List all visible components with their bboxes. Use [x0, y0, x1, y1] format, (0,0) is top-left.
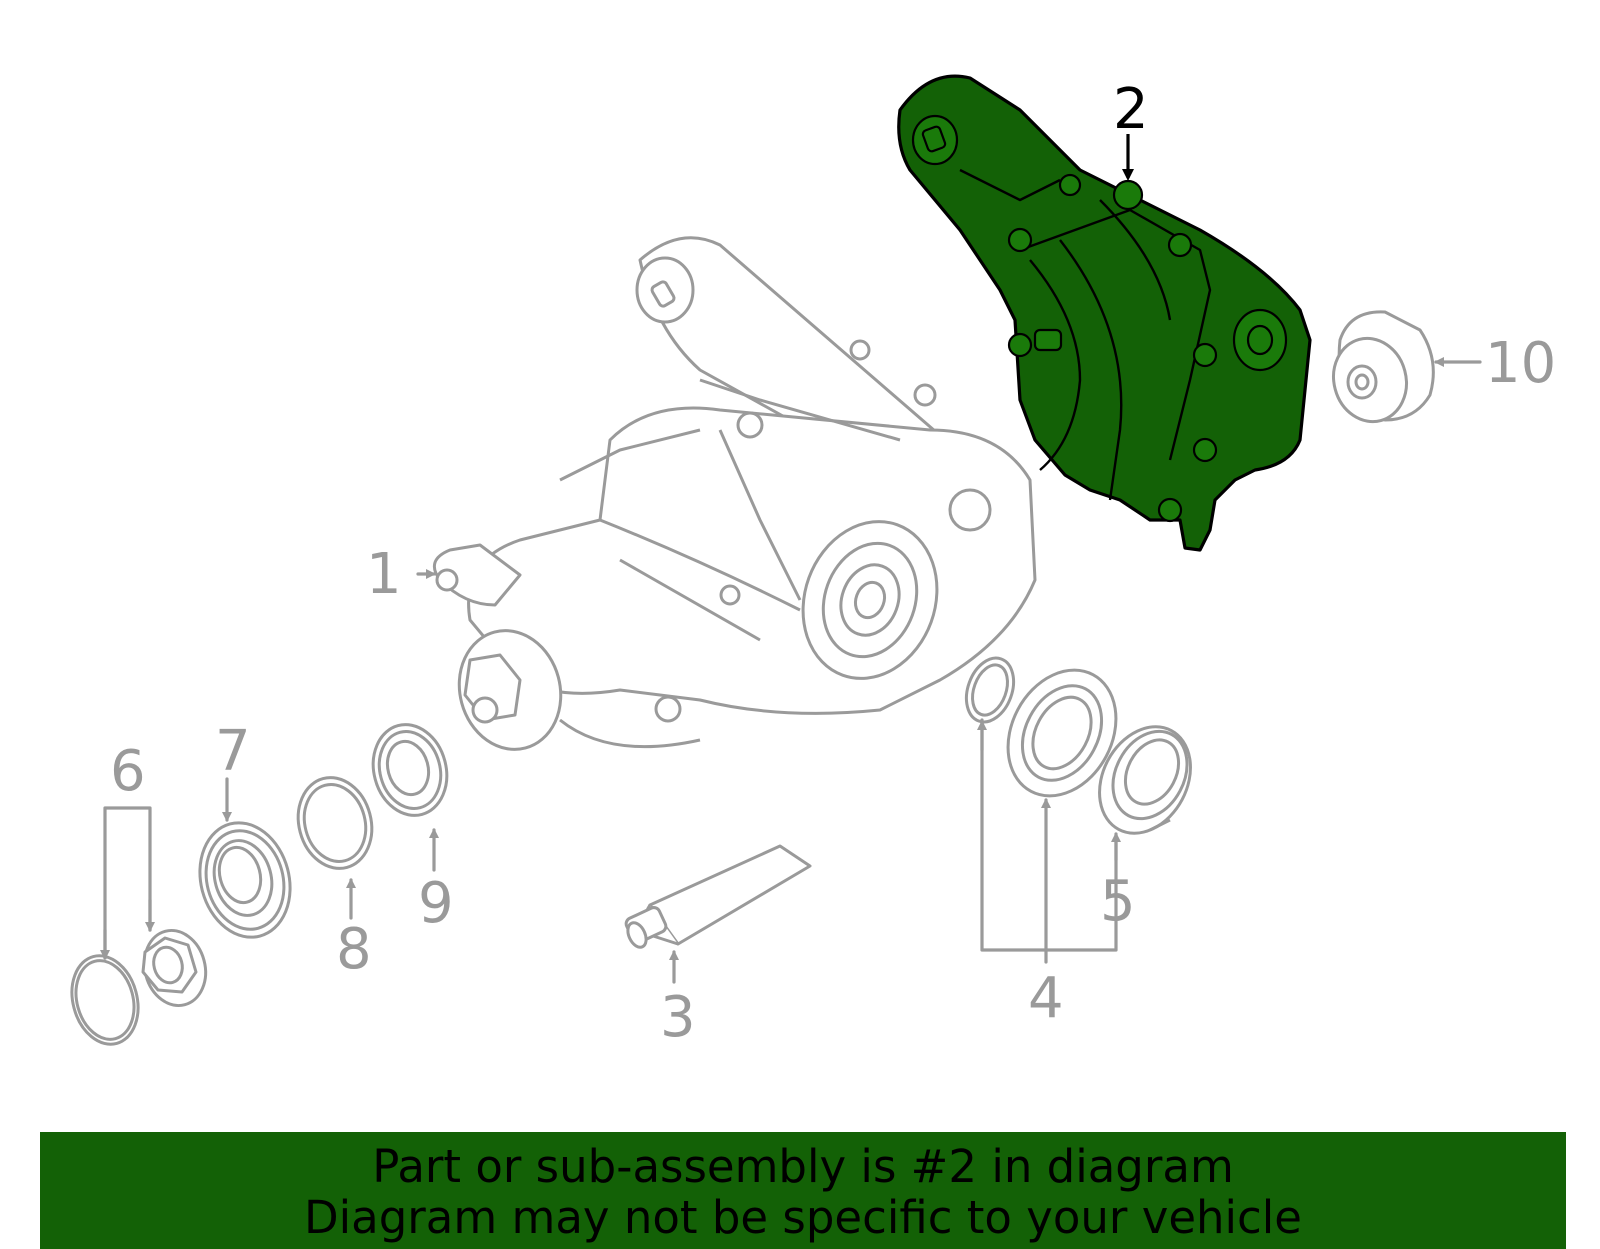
banner-line-vehicle-disclaimer: Diagram may not be specific to your vehi…: [304, 1191, 1302, 1244]
callout-10: 10: [1485, 331, 1556, 396]
callout-4: 4: [1028, 966, 1064, 1031]
bushing-part-10[interactable]: [1324, 310, 1435, 430]
nut-and-ring-part-6[interactable]: [62, 924, 213, 1052]
callout-2-highlighted: 2: [1113, 77, 1149, 142]
o-ring-part-8[interactable]: [288, 769, 381, 877]
callout-5: 5: [1100, 869, 1136, 934]
differential-assembly-part-1[interactable]: [432, 236, 1037, 761]
callout-8: 8: [336, 917, 372, 982]
callout-9: 9: [418, 871, 454, 936]
callout-1: 1: [366, 542, 402, 607]
callout-3: 3: [660, 985, 696, 1050]
callout-7: 7: [215, 719, 251, 784]
disclaimer-banner: Part or sub-assembly is #2 in diagram Di…: [40, 1132, 1566, 1249]
banner-line-part-note: Part or sub-assembly is #2 in diagram: [372, 1140, 1234, 1193]
seal-part-9[interactable]: [363, 716, 456, 824]
sealant-tube-part-3[interactable]: [624, 844, 812, 950]
leader-lines: [100, 134, 1482, 984]
seal-part-7[interactable]: [187, 813, 302, 948]
shaft-seal-part-5[interactable]: [1082, 711, 1209, 849]
seal-part-4[interactable]: [958, 651, 1137, 814]
callout-6: 6: [110, 739, 146, 804]
rear-cover-part-2[interactable]: [897, 74, 1312, 552]
